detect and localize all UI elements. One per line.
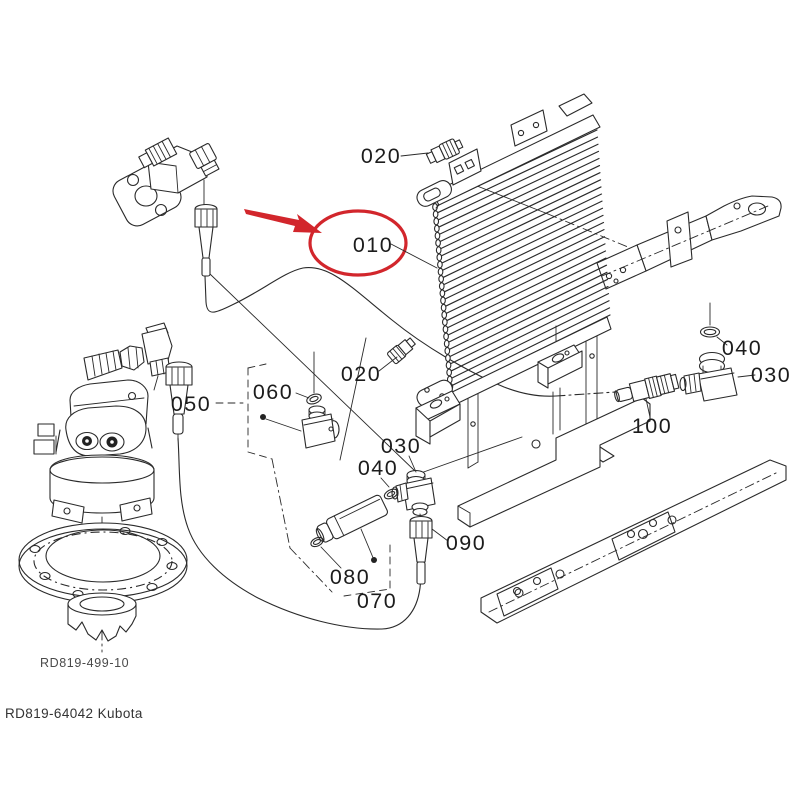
flange-fitting-assembly <box>112 137 220 277</box>
o-ring-080 <box>310 536 324 548</box>
cooler-foot-right <box>537 344 583 389</box>
swing-motor <box>18 322 193 653</box>
cooler-bracket-right <box>510 109 548 147</box>
part-label-070: 070 <box>357 589 397 613</box>
bleeder-valve-top <box>425 138 464 164</box>
motor-top-fitting <box>83 322 173 391</box>
part-label-100: 100 <box>632 414 672 438</box>
bleeder-valve-side <box>387 337 416 365</box>
part-label-030-right: 030 <box>751 363 791 387</box>
cooler-foot-left <box>415 390 461 445</box>
elbow-group-right <box>614 326 738 403</box>
part-label-060: 060 <box>253 380 293 404</box>
hose-end-100 <box>614 373 680 403</box>
dashed-group-brackets <box>247 363 391 597</box>
red-arrow <box>244 209 322 233</box>
callout-labels: 010 020 020 030 030 040 040 050 060 070 … <box>171 144 791 613</box>
o-ring-040-mid <box>383 488 399 500</box>
frame-shelf <box>457 397 651 528</box>
red-highlight-ellipse <box>308 209 408 277</box>
support-bracket <box>596 195 782 290</box>
hose-line-lower <box>177 437 422 630</box>
mounting-frame <box>457 330 787 624</box>
hex-plug <box>189 143 220 177</box>
part-label-050: 050 <box>171 392 211 416</box>
oil-cooler <box>415 93 612 445</box>
motor-hose-coupler <box>165 361 193 441</box>
elbow-group-mid <box>310 469 436 585</box>
part-label-040-mid: 040 <box>358 456 398 480</box>
hose-line-upper <box>204 267 617 397</box>
cooler-top-hook <box>416 180 452 207</box>
hose-coupler-090 <box>409 515 433 585</box>
part-label-040-right: 040 <box>722 336 762 360</box>
part-label-080: 080 <box>330 565 370 589</box>
elbow-group-060 <box>260 393 340 449</box>
hose-coupler-upper <box>194 203 218 277</box>
threaded-port <box>138 137 178 169</box>
frame-rail <box>480 459 787 624</box>
motor-flange <box>18 522 188 604</box>
motor-port-face <box>65 405 147 457</box>
part-label-030-mid: 030 <box>381 434 421 458</box>
drawing-number: RD819-499-10 <box>40 656 129 670</box>
catalog-text: RD819-64042 Kubota <box>5 706 143 721</box>
callout-leaders <box>215 152 756 569</box>
motor-pinion-gear <box>67 592 137 642</box>
part-label-090: 090 <box>446 531 486 555</box>
part-label-010: 010 <box>353 233 393 257</box>
nipple-080 <box>315 494 388 543</box>
part-label-020-top: 020 <box>361 144 401 168</box>
part-label-020-side: 020 <box>341 362 381 386</box>
cooler-bracket-left <box>448 148 482 186</box>
